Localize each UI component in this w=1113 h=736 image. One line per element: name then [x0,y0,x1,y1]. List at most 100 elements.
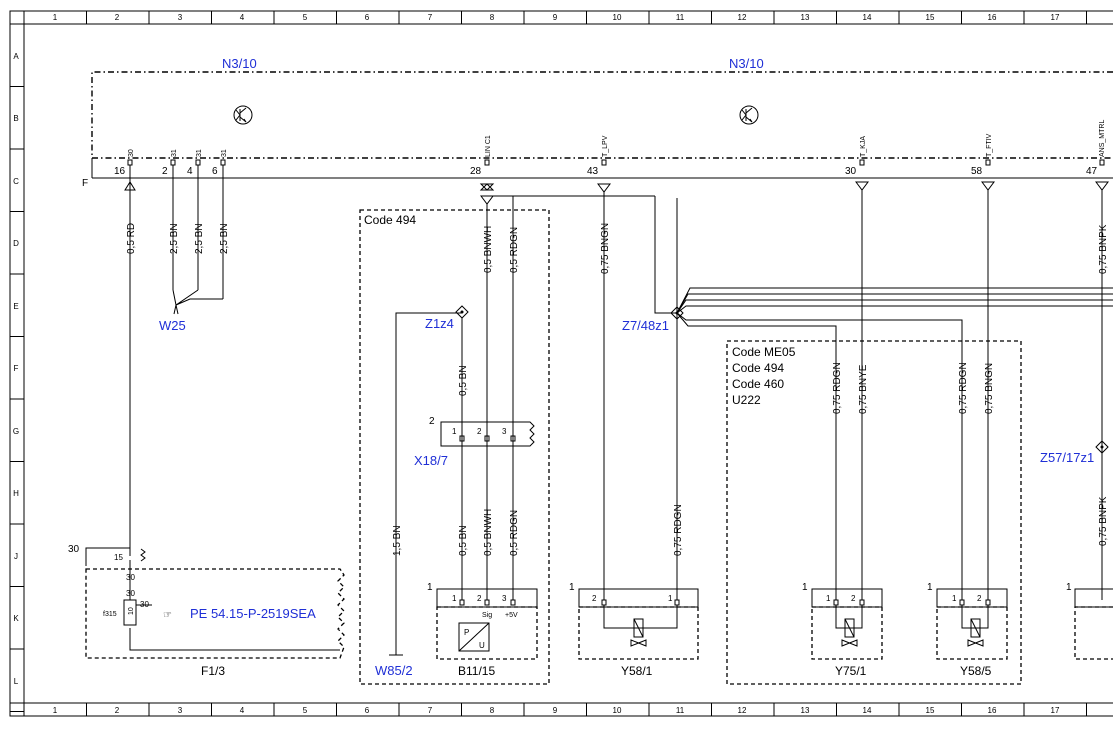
valve-pin: 1 [826,594,831,603]
row-letter: A [13,52,19,61]
wire-label: 0,5 BNWH [483,509,494,556]
row-letter: D [13,239,19,248]
col-number: 7 [428,13,433,22]
pin-name: T_FTIV [986,133,993,157]
wire-label: 0,75 RDGN [673,504,684,556]
col-number: 2 [115,706,120,715]
transistor-icon [233,105,253,125]
splice-label: Z7/48z1 [622,318,669,333]
fuse-pin-label: 30 [126,573,135,582]
fuse-box-label: F1/3 [201,664,225,678]
valve-connector-number: 1 [569,582,575,593]
ecu-n310: N3/10 N3/10 F [82,56,1113,189]
pressure-sensor-icon [458,622,490,652]
fuse-pin-label: 30 [68,544,80,555]
code-line: Code 494 [364,213,416,227]
code-box-me05: Code ME05 Code 494 Code 460 U222 [726,340,1022,685]
sensor-signal: Sig [482,612,492,619]
valve-y581: 1 2 1 [569,582,699,660]
row-letters: A B C D E F G H J K L [13,52,19,686]
row-letter: C [13,177,19,186]
ecu-pin-numbers: 16 2 4 6 28 43 30 58 47 [114,166,1098,177]
col-number: 11 [676,13,685,22]
pin-name: 30 [128,149,135,157]
valve-pin: 2 [977,594,982,603]
wire-label: 0,5 BN [458,365,469,396]
col-number: 4 [240,13,245,22]
valve-y585: 1 1 2 [927,582,1008,660]
wire-label: 0,75 BNGN [984,363,995,414]
sensor-b1115: 1 1 2 3 Sig +5V P U [427,582,538,660]
ecu-label-left: N3/10 [222,56,257,71]
pin-name: T_KJA [860,136,867,157]
pin-name: 31 [171,149,178,157]
wire-label: 0,75 BNYE [858,364,869,414]
pin-number: 43 [587,166,599,177]
fuse-pin-label: 30 [140,600,149,609]
col-number: 12 [738,13,747,22]
valve-label: Y75/1 [835,664,867,678]
col-number: 1 [53,13,58,22]
col-number: 8 [490,706,495,715]
wire-label: 0,5 RD [126,223,137,254]
wire-label: 2,5 BN [219,223,230,254]
pin-name: ANS_MTRL [1099,120,1106,157]
fuse-icon [123,599,137,626]
col-number: 9 [553,706,558,715]
col-number: 11 [676,706,685,715]
row-letter: B [13,114,18,123]
splice-label: Z1z4 [425,316,454,331]
wire-label: 0,75 RDGN [958,362,969,414]
solenoid-valve-icon [841,618,858,647]
row-letter: E [13,302,18,311]
col-number: 3 [178,706,183,715]
valve-pin: 2 [592,594,597,603]
component-labels: W25 W85/2 F1/3 B11/15 Y58/1 Y75/1 Y58/5 … [159,316,1094,678]
col-number: 6 [365,13,370,22]
splice-label: Z57/17z1 [1040,450,1094,465]
wire-label: 0,5 BNWH [483,226,494,273]
col-number: 9 [553,13,558,22]
ecu-pin-names: 30 31 31 31 LIN C1 T_LPV T_KJA T_FTIV AN… [128,120,1106,157]
code-line: Code 494 [732,361,784,375]
row-letter: J [14,552,18,561]
connector-x187: 2 1 2 3 [429,416,535,447]
pin-number: 2 [162,166,168,177]
code-line: Code 460 [732,377,784,391]
pin-name: LIN C1 [485,135,492,157]
col-number: 14 [863,13,872,22]
col-number: 7 [428,706,433,715]
wire-label: 2,5 BN [194,223,205,254]
pin-number: 30 [845,166,857,177]
valve-connector-number: 1 [927,582,933,593]
wire-label: 0,75 BNPK [1098,496,1109,546]
column-numbers-bottom: 1 2 3 4 5 6 7 8 9 10 11 12 13 14 15 16 1… [53,706,1060,715]
code-line: U222 [732,393,761,407]
col-number: 5 [303,706,308,715]
pin-name: 31 [221,149,228,157]
row-letter: K [13,614,19,623]
code-box-494: Code 494 [359,209,550,685]
code-line: Code ME05 [732,345,796,359]
transistor-icon [739,105,759,125]
col-number: 16 [988,706,997,715]
pin-number: 47 [1086,166,1098,177]
col-number: 4 [240,706,245,715]
col-number: 5 [303,13,308,22]
wire-label: 0,5 RDGN [509,510,520,556]
connector-pin: 1 [452,427,457,436]
col-number: 16 [988,13,997,22]
splice-z1z4 [455,305,469,319]
pin-number: 28 [470,166,482,177]
solenoid-valve-icon [967,618,984,647]
row-letter: G [13,427,19,436]
column-numbers-top: 1 2 3 4 5 6 7 8 9 10 11 12 13 14 15 16 1… [53,13,1060,22]
reference-link[interactable]: PE 54.15-P-2519SEA [190,606,316,621]
col-number: 13 [801,706,810,715]
col-number: 17 [1051,706,1060,715]
col-number: 13 [801,13,810,22]
pin-number: 6 [212,166,218,177]
pin-number: 58 [971,166,983,177]
valve-partial-right: 1 [1066,582,1113,660]
